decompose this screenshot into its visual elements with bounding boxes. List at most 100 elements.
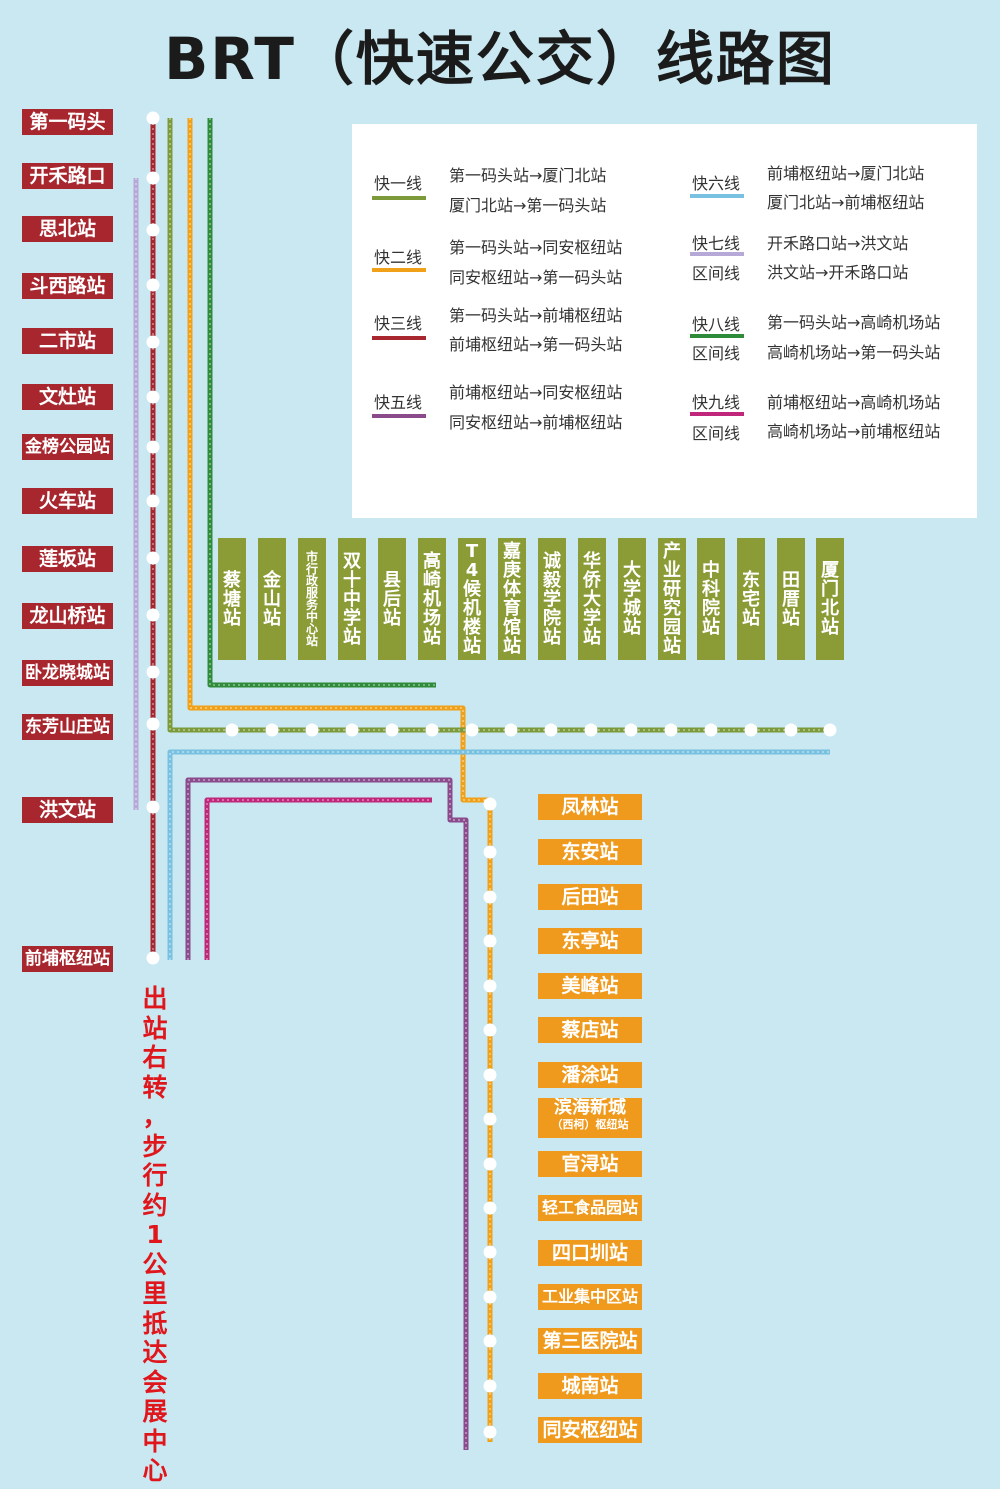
station-char: 庚 [503, 560, 521, 581]
legend-route: 厦门北站→第一码头站 [449, 196, 607, 215]
north-station-label: 双十中学站 [338, 538, 366, 660]
station-name: 美峰站 [561, 975, 619, 997]
north-station-label: 田厝站 [777, 538, 805, 660]
legend-route: 高崎机场站→第一码头站 [767, 343, 941, 362]
station-char: 宅 [742, 588, 760, 610]
station-dot [483, 979, 497, 993]
legend-route: 洪文站→开禾路口站 [767, 263, 909, 282]
legend-line-name: 快六线 [692, 174, 741, 193]
station-char: 嘉 [503, 541, 521, 562]
main-station-label: 文灶站 [22, 384, 113, 410]
station-dot [483, 797, 497, 811]
main-station-label: 卧龙晓城站 [22, 660, 113, 686]
station-char: 站 [543, 626, 561, 648]
station-name: 东亭站 [561, 930, 619, 952]
station-name: 第三医院站 [542, 1330, 638, 1352]
station-char: 市 [305, 550, 318, 564]
main-station-label: 火车站 [22, 488, 113, 514]
legend-route: 开禾路口站→洪文站 [767, 234, 909, 253]
station-name: 后田站 [561, 886, 619, 908]
legend-route: 厦门北站→前埔枢纽站 [767, 193, 925, 212]
legend-route: 前埔枢纽站→高崎机场站 [767, 393, 941, 412]
station-dot [483, 890, 497, 904]
station-char: 山 [263, 588, 281, 610]
legend-color-bar [372, 268, 426, 272]
station-dot [146, 551, 160, 565]
legend-line-name: 快七线 [692, 234, 741, 253]
south-station-label: 同安枢纽站 [538, 1417, 642, 1443]
legend-line-name: 快九线 [692, 393, 741, 412]
legend-route: 同安枢纽站→前埔枢纽站 [449, 413, 623, 432]
station-dot [483, 1112, 497, 1126]
legend-route: 第一码头站→厦门北站 [449, 166, 607, 185]
station-dot [483, 1334, 497, 1348]
south-station-label: 东安站 [538, 839, 642, 865]
station-name: 东安站 [561, 841, 619, 863]
legend-line-name: 快一线 [374, 174, 423, 193]
station-char: 务 [305, 598, 318, 612]
note-char: 里 [142, 1279, 168, 1308]
note-char: ， [142, 1102, 168, 1131]
south-station-label: 潘涂站 [538, 1062, 642, 1088]
station-char: 诚 [543, 550, 561, 572]
station-dot [784, 723, 798, 737]
station-char: 政 [305, 574, 318, 588]
station-char: 研 [663, 579, 681, 600]
station-char: 站 [305, 634, 318, 648]
south-station-label: 工业集中区站 [538, 1284, 642, 1310]
note-char: 抵 [142, 1308, 168, 1338]
station-char: 站 [263, 607, 281, 629]
station-char: 十 [343, 569, 361, 591]
station-dot [483, 1023, 497, 1037]
station-dot [544, 723, 558, 737]
legend-route: 前埔枢纽站→第一码头站 [449, 335, 623, 354]
note-char: 步 [142, 1131, 168, 1161]
station-char: 体 [503, 579, 521, 600]
line6-path [167, 749, 830, 960]
station-dot [483, 1201, 497, 1215]
station-char: 站 [702, 617, 720, 638]
station-char: 大 [583, 588, 601, 610]
station-char: 中 [343, 588, 361, 610]
station-char: 心 [305, 622, 318, 636]
line5-path [185, 777, 469, 1450]
south-station-label: 后田站 [538, 884, 642, 910]
station-char: 站 [782, 607, 800, 629]
station-char: 产 [663, 541, 681, 562]
station-char: 城 [623, 598, 641, 619]
station-char: 华 [583, 550, 601, 572]
station-dot [624, 723, 638, 737]
line1-path-dash [169, 118, 830, 731]
main-station-label: 二市站 [22, 328, 113, 354]
note-char: 站 [142, 1013, 168, 1043]
station-char: 机 [463, 598, 481, 619]
north-station-label: 产业研究园站 [658, 538, 686, 660]
station-dot [465, 723, 479, 737]
note-char: 会 [142, 1367, 168, 1397]
note-char: 转 [142, 1072, 168, 1102]
station-name: 蔡店站 [561, 1019, 619, 1041]
station-char: 候 [463, 579, 481, 600]
station-dot [146, 171, 160, 185]
station-dot [744, 723, 758, 737]
station-char: 园 [663, 617, 681, 638]
note-char: 展 [142, 1397, 168, 1426]
station-char: 业 [663, 560, 681, 581]
south-station-label: 凤林站 [538, 794, 642, 820]
note-char: 中 [142, 1426, 168, 1456]
legend-line-subname: 区间线 [692, 264, 741, 283]
station-char: 蔡 [223, 569, 241, 591]
station-char: 服 [305, 586, 318, 600]
station-dot [305, 723, 319, 737]
station-name: 轻工食品园站 [541, 1198, 638, 1217]
legend-color-bar [690, 412, 744, 416]
main-station-label: 莲坂站 [22, 546, 113, 572]
station-dot [823, 723, 837, 737]
legend-line-subname: 区间线 [692, 424, 741, 443]
south-station-label: 蔡店站 [538, 1017, 642, 1043]
station-dot [504, 723, 518, 737]
note-char: 行 [142, 1161, 168, 1190]
station-dot [146, 608, 160, 622]
station-subname: （西柯）枢纽站 [551, 1118, 629, 1131]
